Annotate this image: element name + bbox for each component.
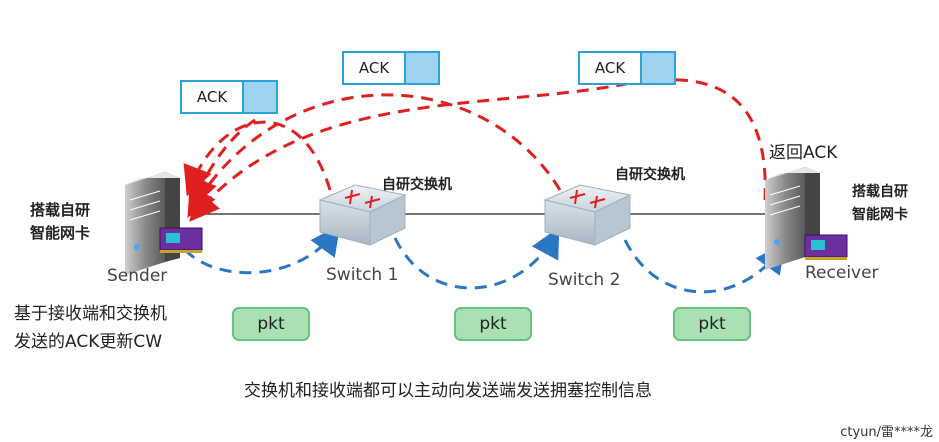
switch2-name: Switch 2 bbox=[548, 270, 621, 290]
switch1-title: 自研交换机 bbox=[382, 177, 452, 193]
pkt-path-2 bbox=[393, 227, 560, 290]
ack-path-switch1 bbox=[183, 120, 332, 197]
pkt-box-3: pkt bbox=[673, 307, 751, 341]
receiver-server-icon bbox=[765, 167, 820, 270]
receiver-nic-icon bbox=[804, 234, 848, 260]
ack-fill bbox=[404, 53, 438, 83]
receiver-return-ack: 返回ACK bbox=[769, 143, 838, 163]
ack-label: ACK bbox=[196, 88, 228, 106]
caption: 交换机和接收端都可以主动向发送端发送拥塞控制信息 bbox=[244, 381, 652, 401]
switch2-icon bbox=[543, 184, 632, 246]
sender-name: Sender bbox=[107, 266, 168, 286]
receiver-nic-label-line2: 智能网卡 bbox=[852, 207, 908, 223]
sender-server-icon bbox=[125, 172, 180, 275]
ack-path-receiver bbox=[189, 78, 767, 222]
ack-label: ACK bbox=[594, 59, 626, 77]
ack-label: ACK bbox=[358, 59, 390, 77]
ack-path-1 bbox=[188, 118, 256, 209]
switch1-name: Switch 1 bbox=[326, 265, 399, 285]
pkt-path-3 bbox=[623, 239, 786, 294]
receiver-nic-label-line1: 搭载自研 bbox=[852, 184, 908, 200]
receiver-name: Receiver bbox=[805, 263, 879, 283]
sender-nic-label-line2: 智能网卡 bbox=[30, 224, 91, 242]
cw-note-line2: 发送的ACK更新CW bbox=[14, 332, 163, 352]
pkt-box-2: pkt bbox=[454, 307, 532, 341]
ack-fill bbox=[640, 53, 674, 83]
pkt-path-1 bbox=[183, 224, 341, 275]
watermark: ctyun/雷****龙 bbox=[840, 425, 933, 440]
ack-box-3: ACK bbox=[578, 51, 676, 85]
switch1-icon bbox=[318, 184, 407, 246]
pkt-box-1: pkt bbox=[232, 307, 310, 341]
ack-fill bbox=[242, 82, 276, 112]
sender-nic-label-line1: 搭载自研 bbox=[30, 201, 91, 219]
cw-note-line1: 基于接收端和交换机 bbox=[14, 304, 167, 324]
ack-box-2: ACK bbox=[342, 51, 440, 85]
ack-path-switch2 bbox=[187, 93, 562, 218]
ack-box-1: ACK bbox=[180, 80, 278, 114]
switch2-title: 自研交换机 bbox=[615, 167, 685, 183]
sender-nic-icon bbox=[159, 227, 203, 253]
